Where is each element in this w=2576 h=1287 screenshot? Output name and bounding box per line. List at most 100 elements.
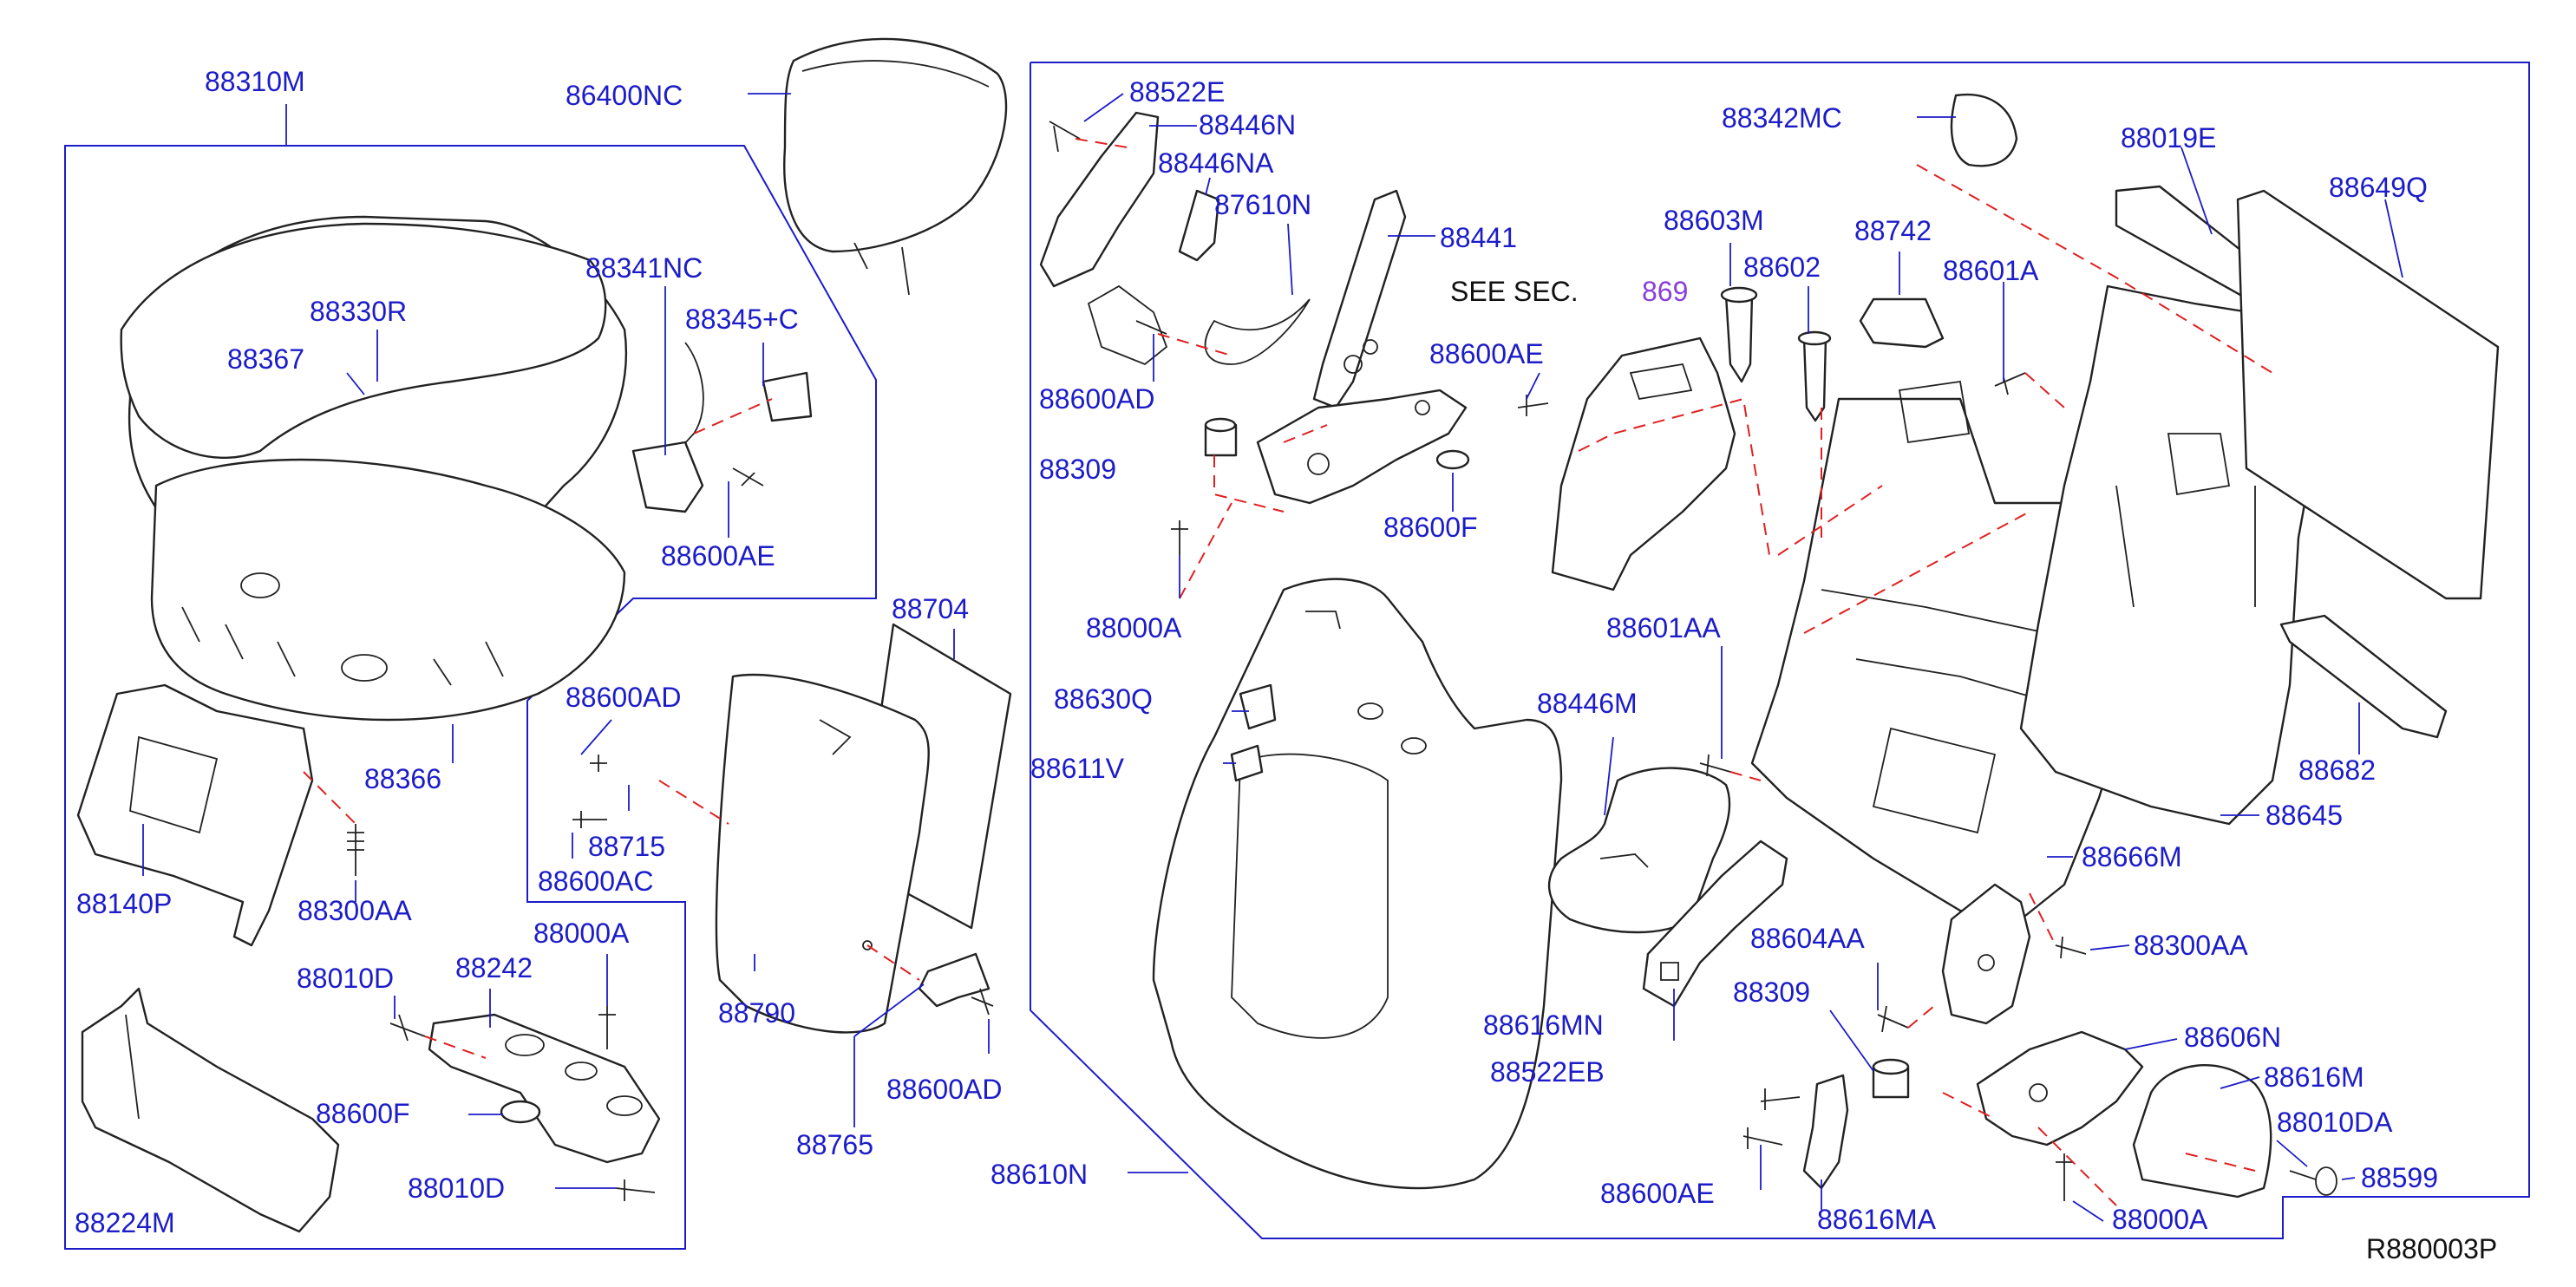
part-label-88715[interactable]: 88715 [588, 831, 665, 862]
bezel-part [1859, 297, 1945, 349]
part-label-88310M[interactable]: 88310M [205, 66, 305, 97]
back-panel-part [2236, 189, 2500, 600]
headrest-part [783, 37, 1008, 296]
part-label-88367[interactable]: 88367 [227, 343, 304, 375]
part-label-88600AC[interactable]: 88600AC [538, 866, 654, 897]
leader-lines [142, 93, 2403, 1222]
latch-cover-part [1551, 336, 1736, 591]
part-label-88600AD-right[interactable]: 88600AD [1039, 383, 1155, 415]
part-label-88000A-left[interactable]: 88000A [533, 918, 630, 949]
clip-part-2 [1230, 744, 1264, 782]
part-label-88742[interactable]: 88742 [1854, 215, 1932, 246]
part-label-88309-upper[interactable]: 88309 [1039, 454, 1116, 485]
part-label-88366[interactable]: 88366 [364, 763, 441, 794]
rail-part [2279, 614, 2448, 739]
part-label-88300AA-left[interactable]: 88300AA [297, 895, 412, 926]
part-label-88019E[interactable]: 88019E [2121, 122, 2217, 154]
part-label-88446N[interactable]: 88446N [1199, 109, 1297, 140]
knob-part [1950, 93, 2018, 167]
part-label-88600AE-left[interactable]: 88600AE [661, 540, 775, 572]
part-label-88790[interactable]: 88790 [718, 997, 795, 1029]
part-label-88330R[interactable]: 88330R [310, 296, 408, 327]
recline-lever-part [1312, 189, 1407, 409]
part-label-88300AA-right[interactable]: 88300AA [2134, 930, 2248, 961]
part-label-88606N[interactable]: 88606N [2184, 1022, 2282, 1053]
part-label-88000A-right[interactable]: 88000A [2112, 1204, 2208, 1235]
lower-cover-part [81, 987, 340, 1233]
washer-part-2 [1435, 449, 1470, 470]
see-section-link-869[interactable]: 869 [1642, 276, 1689, 307]
part-label-88616MN[interactable]: 88616MN [1483, 1009, 1604, 1041]
harness-part [631, 342, 813, 513]
hinge-bracket-part [428, 1013, 661, 1164]
part-label-88610N[interactable]: 88610N [991, 1159, 1089, 1190]
part-label-88704[interactable]: 88704 [892, 593, 969, 624]
part-label-88224M[interactable]: 88224M [75, 1207, 175, 1238]
part-label-88616MA[interactable]: 88616MA [1817, 1204, 1936, 1235]
part-label-88000A-middle[interactable]: 88000A [1086, 612, 1182, 644]
release-cable-part [1204, 298, 1311, 365]
part-label-88649Q[interactable]: 88649Q [2329, 172, 2428, 203]
see-section-note: SEE SEC. [1450, 276, 1579, 307]
part-label-88140P[interactable]: 88140P [76, 888, 173, 919]
part-label-88601AA[interactable]: 88601AA [1606, 612, 1721, 644]
part-label-88600AE-middle[interactable]: 88600AE [1429, 338, 1544, 369]
drawing-code: R880003P [2366, 1233, 2498, 1264]
fasteners [347, 121, 2337, 1201]
part-label-88645[interactable]: 88645 [2265, 800, 2343, 831]
part-label-88600F-left[interactable]: 88600F [316, 1098, 410, 1129]
seatback-trim-part [1152, 578, 1563, 1190]
stopper-part [1204, 417, 1238, 457]
seat-hinge-part [1256, 389, 1468, 505]
lower-hinge-part [1941, 883, 2144, 1147]
part-label-88682[interactable]: 88682 [2298, 755, 2376, 786]
part-label-88600F-right[interactable]: 88600F [1383, 512, 1478, 543]
part-label-88342MC[interactable]: 88342MC [1722, 102, 1842, 134]
seat-pan-part [150, 458, 626, 722]
part-label-88522EB[interactable]: 88522EB [1490, 1056, 1605, 1088]
part-label-88441[interactable]: 88441 [1440, 222, 1517, 253]
part-label-88604AA[interactable]: 88604AA [1750, 923, 1865, 954]
part-label-88600AE-right[interactable]: 88600AE [1600, 1178, 1715, 1209]
part-label-88630Q[interactable]: 88630Q [1054, 683, 1153, 715]
part-label-88603M[interactable]: 88603M [1664, 205, 1764, 236]
hinge-cap-part [2132, 1064, 2272, 1199]
part-label-88601A[interactable]: 88601A [1943, 255, 2039, 286]
part-label-88616M[interactable]: 88616M [2264, 1062, 2364, 1093]
part-label-88341NC[interactable]: 88341NC [585, 252, 703, 284]
part-label-88309-lower[interactable]: 88309 [1733, 977, 1810, 1008]
part-label-88522E[interactable]: 88522E [1129, 76, 1226, 108]
washer-part [500, 1100, 541, 1124]
part-label-88600AD-lower[interactable]: 88600AD [886, 1074, 1003, 1105]
part-label-88345C[interactable]: 88345+C [685, 304, 799, 335]
part-label-88602[interactable]: 88602 [1743, 252, 1821, 283]
trim-strap-part [1642, 839, 1788, 1008]
stopper-part-2 [1872, 1058, 1910, 1099]
part-label-87610N[interactable]: 87610N [1214, 189, 1312, 220]
headrest-guide-part [1720, 286, 1832, 422]
part-label-88242[interactable]: 88242 [455, 952, 533, 983]
part-label-88446M[interactable]: 88446M [1537, 688, 1638, 719]
hinge-cover-part [1548, 767, 1731, 934]
part-label-88600AD-upper[interactable]: 88600AD [566, 682, 682, 713]
left-group-frame [64, 145, 877, 1250]
part-label-86400NC[interactable]: 86400NC [566, 80, 683, 111]
part-label-88010D-upper[interactable]: 88010D [297, 963, 395, 994]
part-label-88666M[interactable]: 88666M [2082, 841, 2182, 872]
assembly-guides [303, 138, 2273, 1206]
trim-bracket-part [918, 952, 991, 1008]
part-label-88599[interactable]: 88599 [2361, 1162, 2438, 1193]
belt-guide-part [1039, 111, 1220, 366]
right-group-frame [1030, 62, 2530, 1239]
part-label-88446NA[interactable]: 88446NA [1158, 147, 1274, 179]
side-bracket-part [76, 683, 314, 947]
lower-bracket-part [1802, 1074, 1849, 1190]
part-label-88765[interactable]: 88765 [796, 1129, 873, 1160]
part-label-88010D-lower[interactable]: 88010D [408, 1173, 506, 1204]
part-label-88010DA[interactable]: 88010DA [2277, 1107, 2393, 1138]
side-trim-part [715, 623, 1012, 1034]
part-label-88611V[interactable]: 88611V [1030, 753, 1124, 784]
clip-part [1239, 683, 1277, 730]
